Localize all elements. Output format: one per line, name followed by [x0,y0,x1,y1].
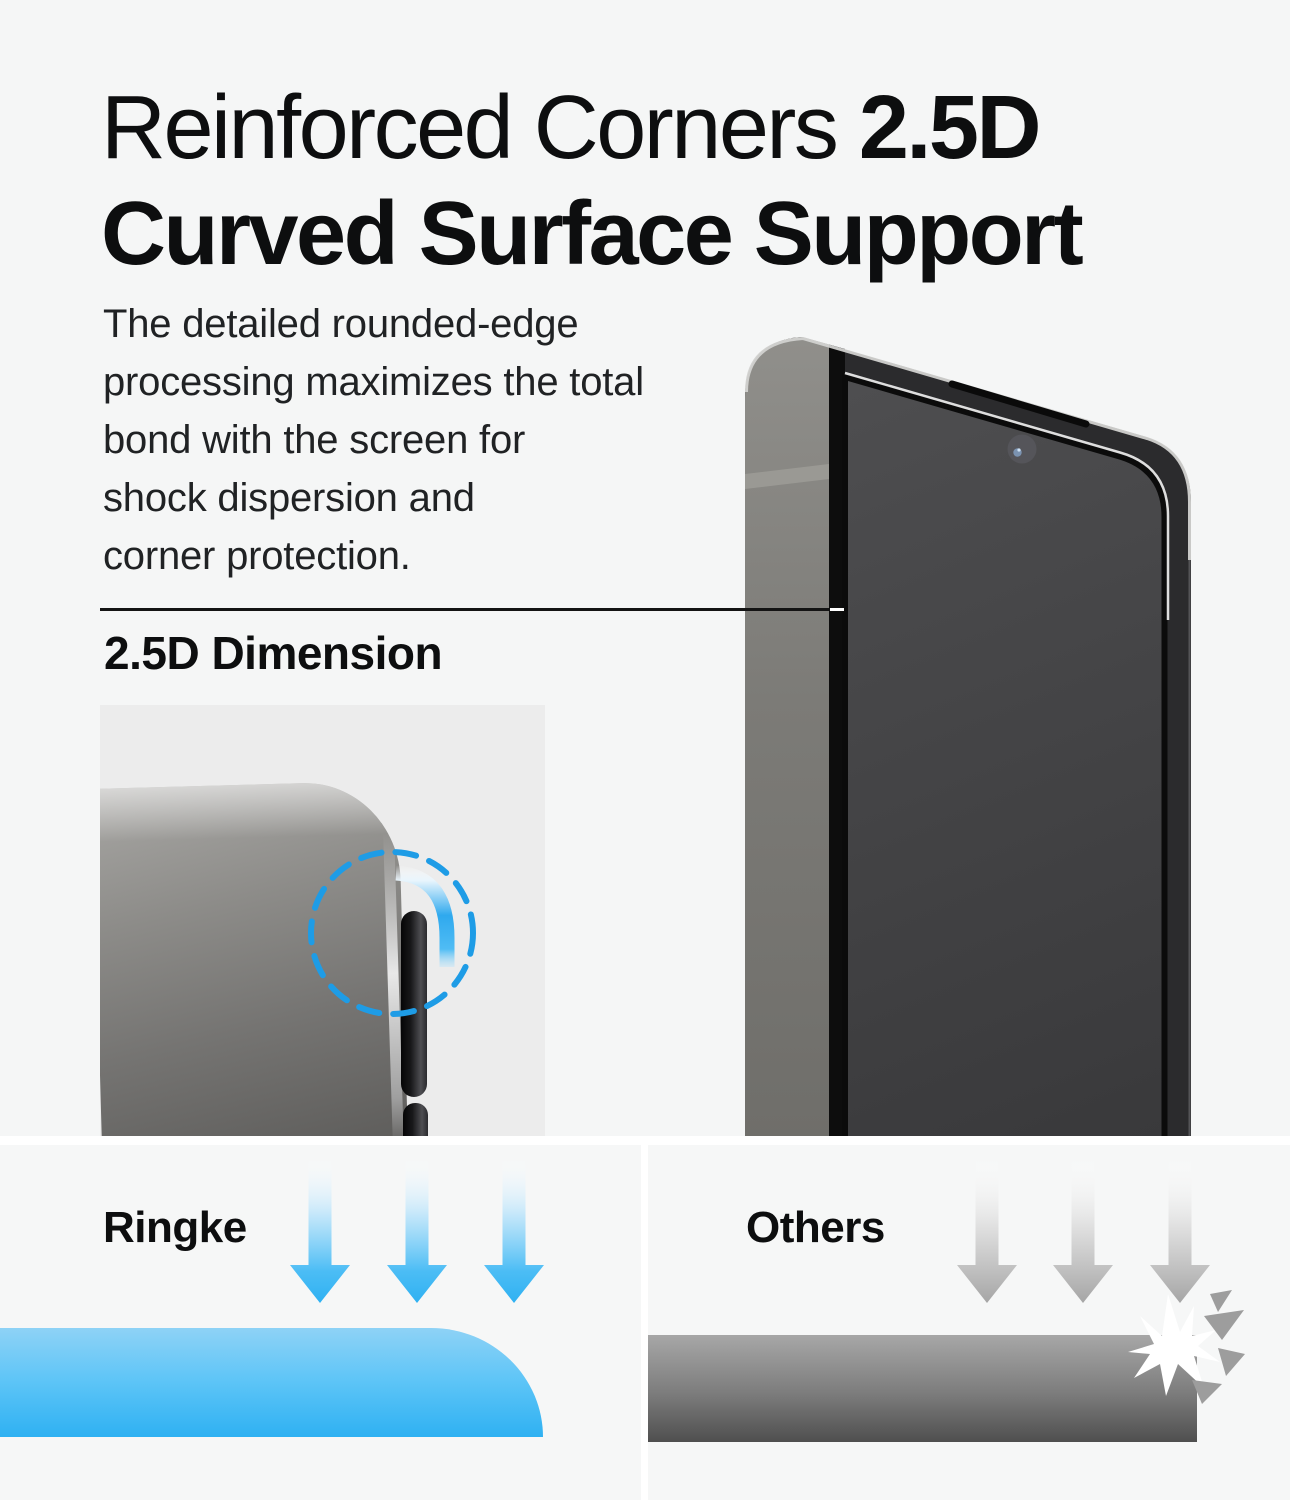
bezel [829,344,845,1140]
comparison-strip: Ringke Others [0,1136,1290,1500]
description: The detailed rounded-edge processing max… [103,295,644,585]
impact-arrow-icon [484,1157,544,1303]
page-title: Reinforced Corners 2.5D Curved Surface S… [101,75,1084,287]
glass-edge-reflection [844,371,1170,620]
phone-screen [842,373,1168,1140]
impact-arrow-icon [387,1157,447,1303]
curved-edge-arc-icon [395,865,455,967]
shatter-icon [1128,1290,1245,1404]
ringke-label: Ringke [103,1203,247,1252]
description-line: shock dispersion and [103,476,475,520]
others-comparison: Others [648,1145,1290,1500]
antenna-line [745,464,829,489]
earpiece-speaker-icon [948,380,1090,428]
callout-line-tick [830,608,844,611]
ringke-comparison: Ringke [0,1145,641,1500]
glass-edge-shape [401,911,427,1097]
camera-lens-dot [1017,448,1021,452]
title-line-2: Curved Surface Support [101,184,1084,284]
description-line: bond with the screen for [103,418,526,462]
dimension-label: 2.5D Dimension [104,627,443,679]
title-line-1: Reinforced Corners 2.5D [101,78,1041,178]
ringke-protector-shape [0,1328,543,1437]
edge-closeup-image [100,705,545,1137]
panel-annotations [308,849,476,1017]
callout-line [100,608,830,611]
impact-arrow-icon [957,1157,1017,1303]
front-camera-icon [1007,434,1037,464]
description-line: The detailed rounded-edge [103,302,579,346]
impact-arrow-icon [1150,1157,1210,1303]
others-label: Others [746,1203,885,1252]
description-line: corner protection. [103,534,411,578]
phone-side-rail [745,337,829,1140]
phone-image [745,336,1191,1140]
impact-arrow-icon [1053,1157,1113,1303]
focus-dashed-circle-icon [308,849,476,1017]
frame-top-highlight [745,336,1191,560]
description-line: processing maximizes the total [103,360,644,404]
others-protector-shape [648,1335,1197,1442]
impact-arrow-icon [290,1157,350,1303]
glass-edge-shape-lower [403,1103,428,1137]
